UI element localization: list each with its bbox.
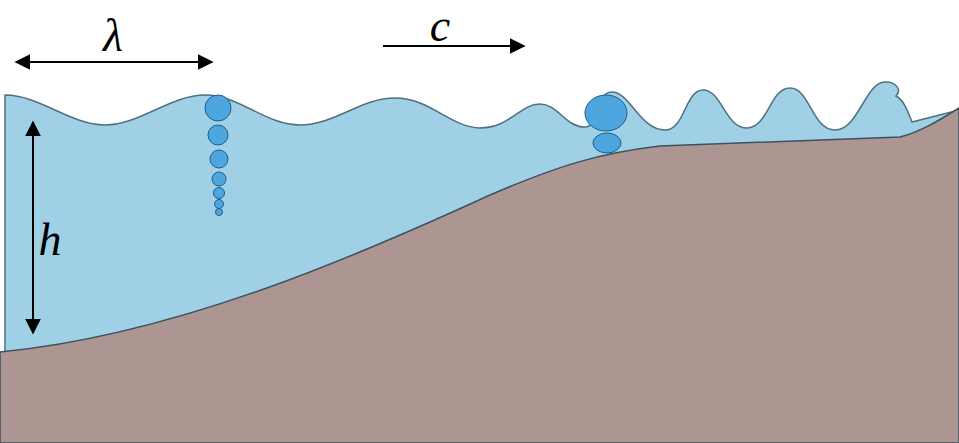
particle-orbits <box>205 95 627 216</box>
speed-label: c <box>430 3 450 49</box>
dimension-arrows <box>16 46 524 333</box>
wavelength-label: λ <box>103 13 123 59</box>
depth-label: h <box>39 217 62 263</box>
seabed <box>0 108 959 443</box>
